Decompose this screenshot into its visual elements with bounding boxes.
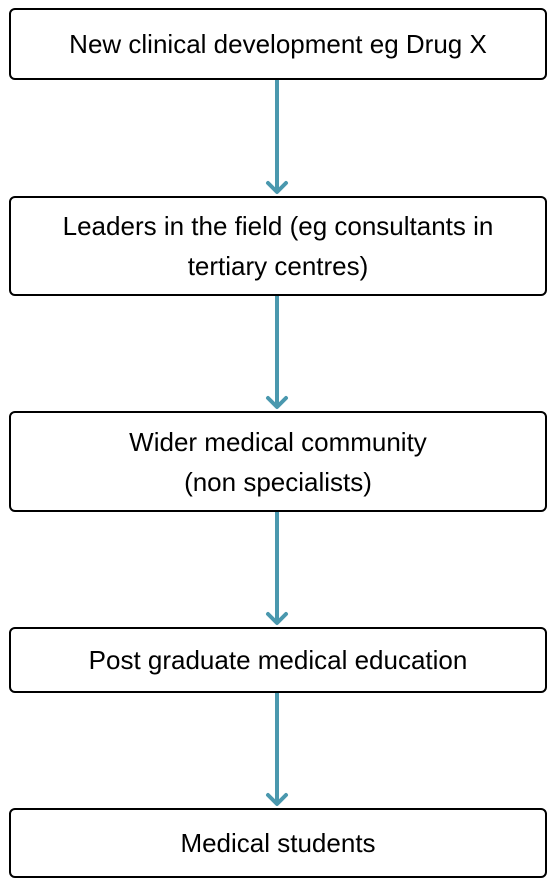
arrow-2-to-3 [262,296,292,411]
node-label: New clinical development eg Drug X [69,29,487,59]
arrow-3-to-4 [262,512,292,627]
node-label-line-2: tertiary centres) [187,251,369,281]
arrow-4-to-5 [262,693,292,808]
node-label: Post graduate medical education [88,645,468,675]
node-leaders-in-the-field: Leaders in the field (eg consultants in … [9,196,547,296]
node-new-clinical-development: New clinical development eg Drug X [9,8,547,80]
arrow-1-to-2 [262,80,292,196]
node-label-line-2: (non specialists) [184,466,372,497]
node-medical-students: Medical students [9,808,547,878]
node-wider-medical-community: Wider medical community (non specialists… [9,411,547,512]
node-label-line-1: Wider medical community [129,426,427,457]
node-post-graduate-education: Post graduate medical education [9,627,547,693]
node-label: Medical students [180,828,376,858]
node-label-line-1: Leaders in the field (eg consultants in [62,211,494,241]
